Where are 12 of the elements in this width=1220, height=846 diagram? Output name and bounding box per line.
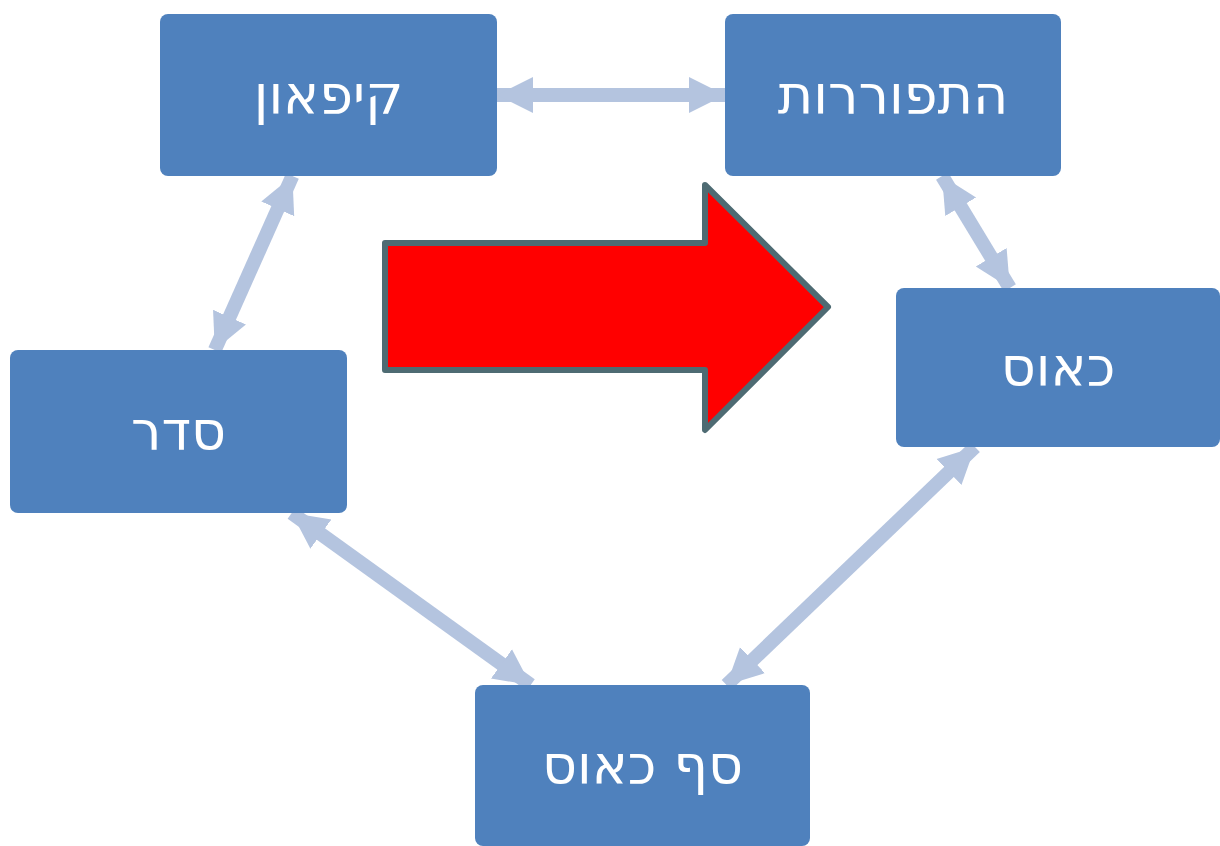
process-box xyxy=(10,350,347,513)
process-box xyxy=(160,14,497,176)
double-arrow xyxy=(208,173,299,353)
box-label: כאוס xyxy=(1000,336,1116,399)
box-label: התפוררות xyxy=(777,63,1009,127)
box-label: סף כאוס xyxy=(541,734,744,797)
process-box xyxy=(896,288,1220,447)
box-label: קיפאון xyxy=(253,63,404,127)
process-box xyxy=(725,14,1061,176)
double-arrow xyxy=(497,77,725,113)
box-label: סדר xyxy=(131,400,226,463)
process-box xyxy=(475,685,810,846)
